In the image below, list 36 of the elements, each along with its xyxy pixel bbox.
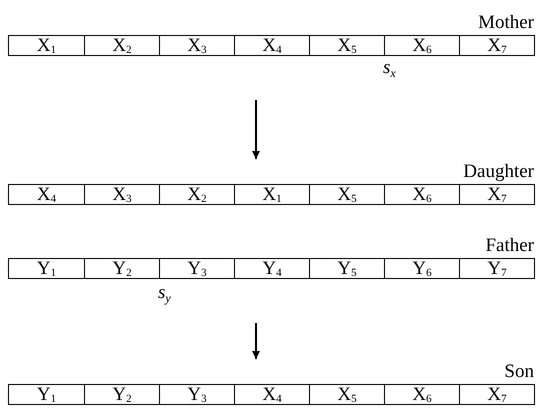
row-heading: Mother (478, 12, 534, 34)
gene-cell: Y$_{3}$ (159, 385, 234, 404)
gene-cell: X$_{5}$ (309, 385, 384, 404)
row-heading: Daughter (463, 161, 534, 183)
gene-cell: Y$_{2}$ (84, 259, 159, 278)
gene-cell: X$_{2}$ (159, 185, 234, 204)
gene-cell: Y$_{2}$ (84, 385, 159, 404)
gene-cell: Y$_{1}$ (9, 259, 84, 278)
row-heading: Father (485, 235, 534, 257)
gene-cell: X$_{7}$ (459, 385, 534, 404)
gene-cell: X$_{6}$ (384, 185, 459, 204)
gene-cell: Y$_{1}$ (9, 385, 84, 404)
arrow (252, 100, 260, 159)
gene-cell: X$_{6}$ (384, 385, 459, 404)
gene-cell: X$_{5}$ (309, 185, 384, 204)
gene-cell: X$_{2}$ (84, 36, 159, 55)
gene-cell: X$_{7}$ (459, 36, 534, 55)
gene-cell: X$_{6}$ (384, 36, 459, 55)
gene-cell: Y$_{4}$ (234, 259, 309, 278)
gene-cell: X$_{4}$ (234, 385, 309, 404)
gene-cell: X$_{3}$ (84, 185, 159, 204)
gene-cell: X$_{4}$ (234, 36, 309, 55)
gene-cell: X$_{5}$ (309, 36, 384, 55)
gene-cell: Y$_{6}$ (384, 259, 459, 278)
gene-label: s$_{x}$ (383, 58, 396, 78)
gene-cell: X$_{4}$ (9, 185, 84, 204)
gene-cell: X$_{1}$ (234, 185, 309, 204)
arrow (252, 323, 260, 359)
gene-cell: Y$_{3}$ (159, 259, 234, 278)
row-heading: Son (504, 361, 534, 383)
gene-cell: X$_{1}$ (9, 36, 84, 55)
gene-cell: X$_{3}$ (159, 36, 234, 55)
gene-cell: Y$_{5}$ (309, 259, 384, 278)
gene-cell: X$_{7}$ (459, 185, 534, 204)
gene-cell: Y$_{7}$ (459, 259, 534, 278)
gene-label: s$_{y}$ (158, 283, 171, 303)
